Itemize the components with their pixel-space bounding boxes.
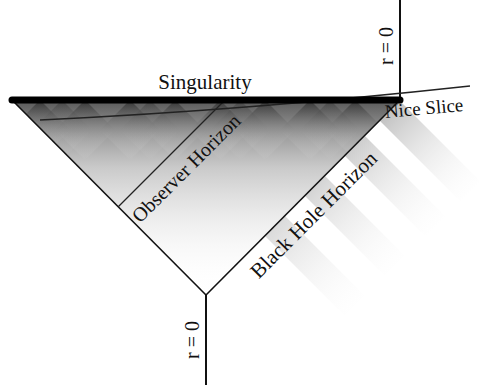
radius-label: r = 0 xyxy=(375,25,397,67)
origin-line xyxy=(205,295,207,385)
singularity-line xyxy=(12,97,400,104)
singularity-label: Singularity xyxy=(156,71,253,94)
interior-shading xyxy=(12,100,400,295)
radius-label: r = 0 xyxy=(181,319,203,361)
origin-line xyxy=(399,0,401,100)
collapse-edge xyxy=(12,100,206,295)
shading xyxy=(10,100,480,316)
